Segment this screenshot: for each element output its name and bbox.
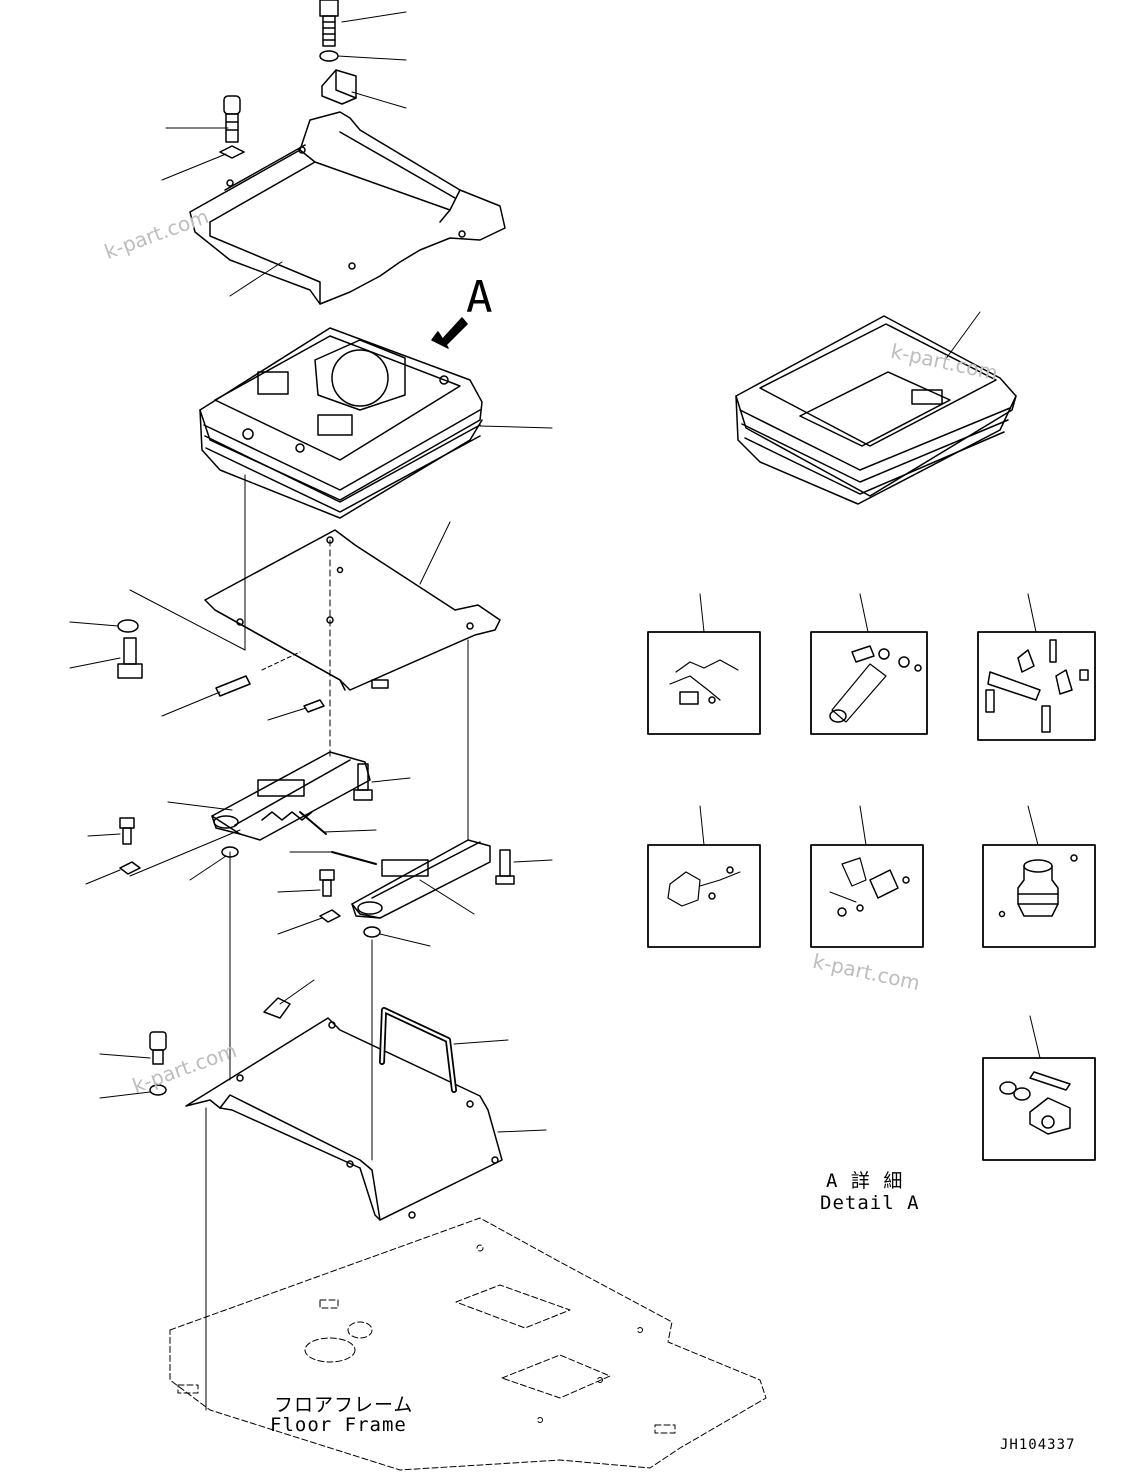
suspension-bellows [735,315,1017,505]
detail-box-6 [982,844,1096,948]
detail-box-3 [977,631,1096,741]
washer [117,619,139,633]
seat-base-plate [204,529,501,691]
leader-line [129,829,241,877]
spring [299,811,327,835]
washer [363,926,381,938]
slide-rail-right [351,839,491,919]
leader-line [129,589,246,651]
handle-bar-inner [380,1008,456,1092]
slide-rail-left [211,751,371,841]
detail-leader [1027,593,1037,633]
detail-leader [699,593,705,633]
rail-bolt [353,763,373,801]
detail-leader [1029,1015,1041,1059]
connector [263,997,291,1019]
seat-suspension-unit [199,327,483,519]
bolt [119,817,135,845]
drawing-number: JH104337 [1000,1437,1076,1453]
callout-leaders [69,11,981,1133]
detail-leader [1027,805,1039,846]
top-bolt [319,0,339,47]
top-clip-bracket [321,69,357,105]
lower-mount-plate [185,1017,503,1221]
seat-bracket-frame [189,111,506,305]
detail-leader [859,805,867,846]
detail-title-en: Detail A [820,1192,920,1214]
floor-frame-label-en: Floor Frame [270,1414,407,1436]
detail-box-4 [647,844,761,948]
detail-box-1 [647,631,761,735]
floor-frame [169,1217,767,1471]
detail-box-2 [810,631,928,735]
detail-box-7 [982,1057,1096,1161]
view-marker-label: A [466,272,494,323]
floor-frame-label-jp: フロアフレーム [274,1394,414,1416]
detail-leader [859,593,869,633]
small-clip [303,699,325,713]
nut-plate [319,909,341,923]
hex-bolt [117,637,143,679]
spring [331,851,377,865]
side-bolt [223,95,241,143]
lower-bolt [149,1031,167,1065]
pin [215,651,301,697]
detail-title-jp: A 詳 細 [826,1170,904,1192]
detail-box-5 [810,844,924,948]
rail-bolt [495,849,515,885]
top-washer [319,50,339,62]
bolt [319,869,335,897]
detail-leader [699,805,705,846]
view-arrow [431,317,468,349]
nut-plate [119,861,141,875]
washer [149,1084,167,1096]
side-nut-plate [219,145,245,159]
